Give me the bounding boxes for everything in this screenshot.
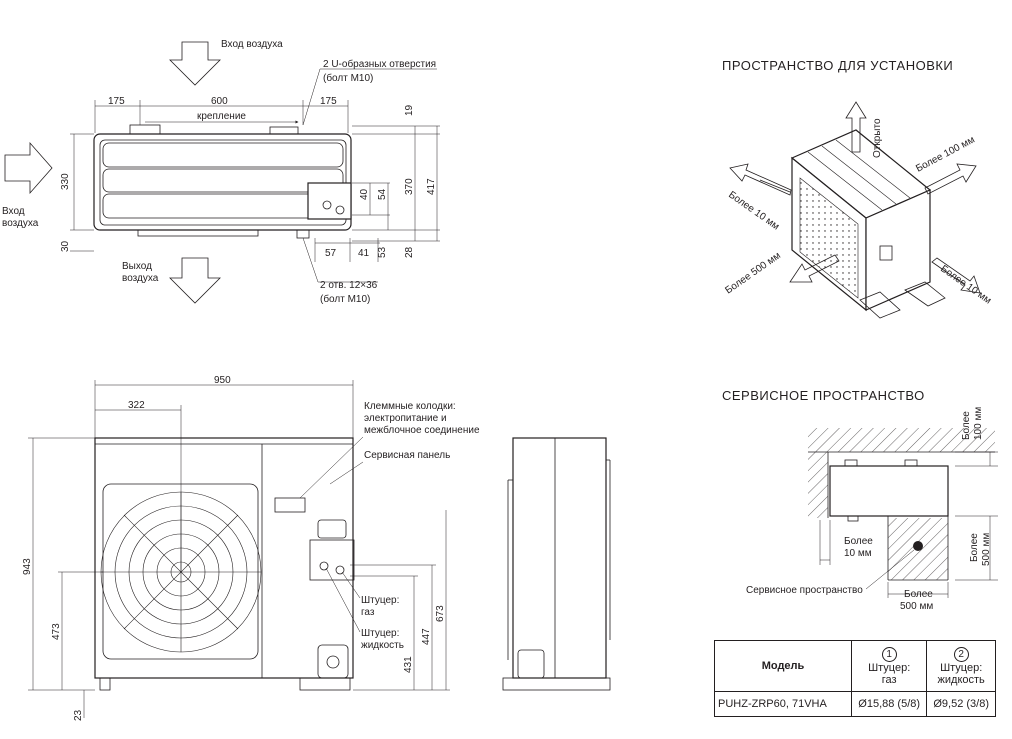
dim-19: 19	[404, 104, 415, 116]
dim-322: 322	[128, 400, 145, 411]
dim-175-right: 175	[320, 96, 337, 107]
gas-header: 1 Штуцер: газ	[850, 640, 928, 692]
service-right-label-2: 500 мм	[981, 533, 992, 566]
spec-table: Модель 1 Штуцер: газ 2 Штуцер: жидкость …	[714, 640, 996, 717]
install-space-title: ПРОСТРАНСТВО ДЛЯ УСТАНОВКИ	[722, 58, 953, 73]
service-bottom-label-1: Более	[904, 589, 933, 600]
front-unit-body	[94, 437, 354, 679]
air-in-left-label-1: Вход	[2, 206, 25, 217]
air-in-left-arrow	[4, 141, 53, 195]
service-right-label-1: Более	[969, 533, 980, 562]
service-top-label-1: Более	[961, 411, 972, 440]
dim-28: 28	[404, 246, 415, 258]
service-left-label-2: 10 мм	[844, 548, 872, 559]
air-out-arrow	[169, 257, 221, 304]
service-left-label-1: Более	[844, 536, 873, 547]
dim-57: 57	[325, 248, 337, 259]
dim-473: 473	[51, 623, 62, 640]
dim-431: 431	[403, 656, 414, 673]
row-model: PUHZ-ZRP60, 71VHA	[714, 691, 852, 717]
dim-330: 330	[60, 173, 71, 190]
row-gas: Ø15,88 (5/8)	[850, 691, 928, 717]
terminal-label-1: Клеммные колодки:	[364, 401, 456, 412]
row-liquid: Ø9,52 (3/8)	[926, 691, 996, 717]
more10-right-label: Более 10 мм	[938, 263, 993, 306]
holes-label-2: (болт M10)	[320, 293, 370, 305]
dim-30: 30	[60, 240, 71, 252]
air-out-label-1: Выход	[122, 261, 152, 272]
liquid-label-1: Штуцер:	[361, 628, 399, 639]
service-panel-label: Сервисная панель	[364, 450, 450, 461]
service-bottom-label-2: 500 мм	[900, 601, 933, 612]
terminal-label-3: межблочное соединение	[364, 424, 480, 436]
service-space: СЕРВИСНОЕ ПРОСТРАНСТВО Более 100 мм Боле…	[722, 388, 998, 612]
service-top-label-2: 100 мм	[973, 407, 984, 440]
air-in-top-arrow	[169, 41, 221, 86]
more500-label: Более 500 мм	[723, 250, 783, 296]
liquid-header: 2 Штуцер: жидкость	[926, 640, 996, 692]
dim-447: 447	[421, 628, 432, 645]
air-in-top-label: Вход воздуха	[221, 39, 283, 50]
install-space: ПРОСТРАНСТВО ДЛЯ УСТАНОВКИ Открыто Более…	[722, 58, 993, 319]
gas-header-1: Штуцер:	[868, 661, 911, 674]
air-out-label-2: воздуха	[122, 273, 159, 284]
side-view	[502, 437, 611, 691]
gas-label-2: газ	[361, 607, 375, 618]
front-view: 950 322 943 473 23 431 447 673 Клеммные …	[22, 375, 480, 721]
dim-370: 370	[404, 178, 415, 195]
more500-arrow	[789, 254, 840, 283]
top-grille-slot	[102, 168, 344, 193]
u-holes-label-1: 2 U-образных отверстия	[323, 58, 436, 70]
top-view: Вход воздуха Вход воздуха Выход воздуха …	[2, 39, 440, 305]
more10-left-label: Более 10 мм	[726, 189, 781, 232]
service-space-label: Сервисное пространство	[746, 585, 863, 596]
service-space-title: СЕРВИСНОЕ ПРОСТРАНСТВО	[722, 388, 925, 403]
dim-417: 417	[426, 178, 437, 195]
holes-label-1: 2 отв. 12×36	[320, 280, 378, 291]
top-grille-slot	[102, 142, 344, 168]
left10-arrow	[729, 163, 792, 196]
liquid-number-badge: 2	[953, 646, 969, 662]
dim-23: 23	[73, 709, 84, 721]
gas-header-2: газ	[881, 673, 897, 686]
table-header-row: Модель 1 Штуцер: газ 2 Штуцер: жидкость	[714, 640, 996, 692]
u-holes-label-2: (болт M10)	[323, 72, 373, 84]
dim-53: 53	[377, 246, 388, 258]
liquid-label-2: жидкость	[361, 640, 404, 651]
table-row: PUHZ-ZRP60, 71VHA Ø15,88 (5/8) Ø9,52 (3/…	[714, 691, 996, 717]
dim-175-left: 175	[108, 96, 125, 107]
top-valve-box	[307, 182, 352, 220]
right10-arrow	[931, 257, 981, 294]
left10-arrow-in	[759, 179, 791, 193]
mount-label: крепление	[197, 111, 246, 122]
iso-unit-side	[865, 189, 931, 311]
gas-label-1: Штуцер:	[361, 595, 399, 606]
more100-label: Более 100 мм	[914, 134, 977, 174]
open-arrow	[845, 101, 867, 153]
dim-950: 950	[214, 375, 231, 386]
service-unit	[829, 465, 949, 517]
dim-600: 600	[211, 96, 228, 107]
liquid-header-1: Штуцер:	[940, 661, 983, 674]
dim-54: 54	[377, 188, 388, 200]
liquid-header-2: жидкость	[937, 673, 985, 686]
terminal-label-2: электропитание и	[364, 413, 447, 424]
dim-41: 41	[358, 248, 370, 259]
model-header: Модель	[714, 640, 852, 692]
dim-673: 673	[435, 605, 446, 622]
gas-number-badge: 1	[881, 646, 897, 662]
dim-943: 943	[22, 558, 33, 575]
open-label: Открыто	[872, 118, 883, 158]
dim-40: 40	[359, 188, 370, 200]
fan-guard	[102, 483, 259, 660]
air-in-left-label-2: воздуха	[2, 218, 39, 229]
more100-arrow	[924, 163, 977, 195]
